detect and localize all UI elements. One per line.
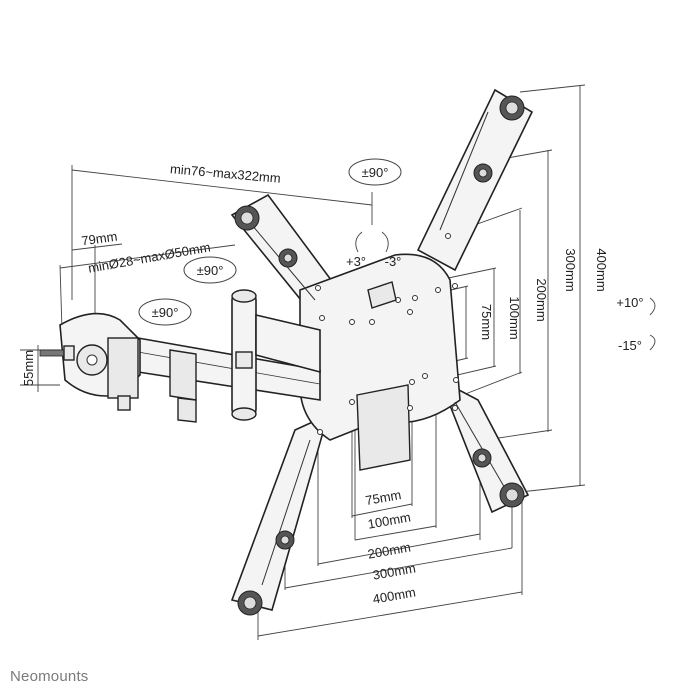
rotation-badge-middle: ±90° (183, 256, 237, 284)
label-vesa-v-200: 200mm (534, 278, 549, 321)
level-arrows: +3° -3° (346, 231, 402, 269)
rotation-swivel-arm: ±90° (152, 305, 179, 320)
label-arm-reach: min76~max322mm (169, 161, 281, 186)
label-vesa-v-300: 300mm (563, 248, 578, 291)
dimension-lines (20, 84, 586, 640)
label-vesa-h-300: 300mm (372, 560, 417, 582)
label-vesa-h-400: 400mm (372, 584, 417, 606)
brand-logo: Neomounts (10, 668, 89, 685)
label-vesa-h-200: 200mm (367, 539, 412, 561)
label-vesa-v-75: 75mm (479, 304, 494, 340)
rotation-badge-arm: ±90° (138, 298, 192, 326)
rotation-tilt-up: +10° (616, 295, 643, 310)
label-vesa-v-400: 400mm (594, 248, 609, 291)
label-vesa-v-100: 100mm (507, 296, 522, 339)
label-vesa-h-75: 75mm (364, 487, 402, 508)
wall-arm (39, 289, 321, 423)
tilt-arrows: +10° -15° (616, 295, 656, 353)
rotation-tilt-down: -15° (618, 338, 642, 353)
rotation-swivel-top: ±90° (362, 165, 389, 180)
vesa-plate (230, 88, 534, 616)
rotation-swivel-middle: ±90° (197, 263, 224, 278)
label-clamp-height: 55mm (21, 350, 36, 386)
rotation-level-minus: -3° (385, 254, 402, 269)
label-vesa-h-100: 100mm (367, 509, 412, 531)
label-clamp-width: 79mm (80, 229, 118, 249)
rotation-badge-top: ±90° (348, 158, 402, 186)
rotation-level-plus: +3° (346, 254, 366, 269)
